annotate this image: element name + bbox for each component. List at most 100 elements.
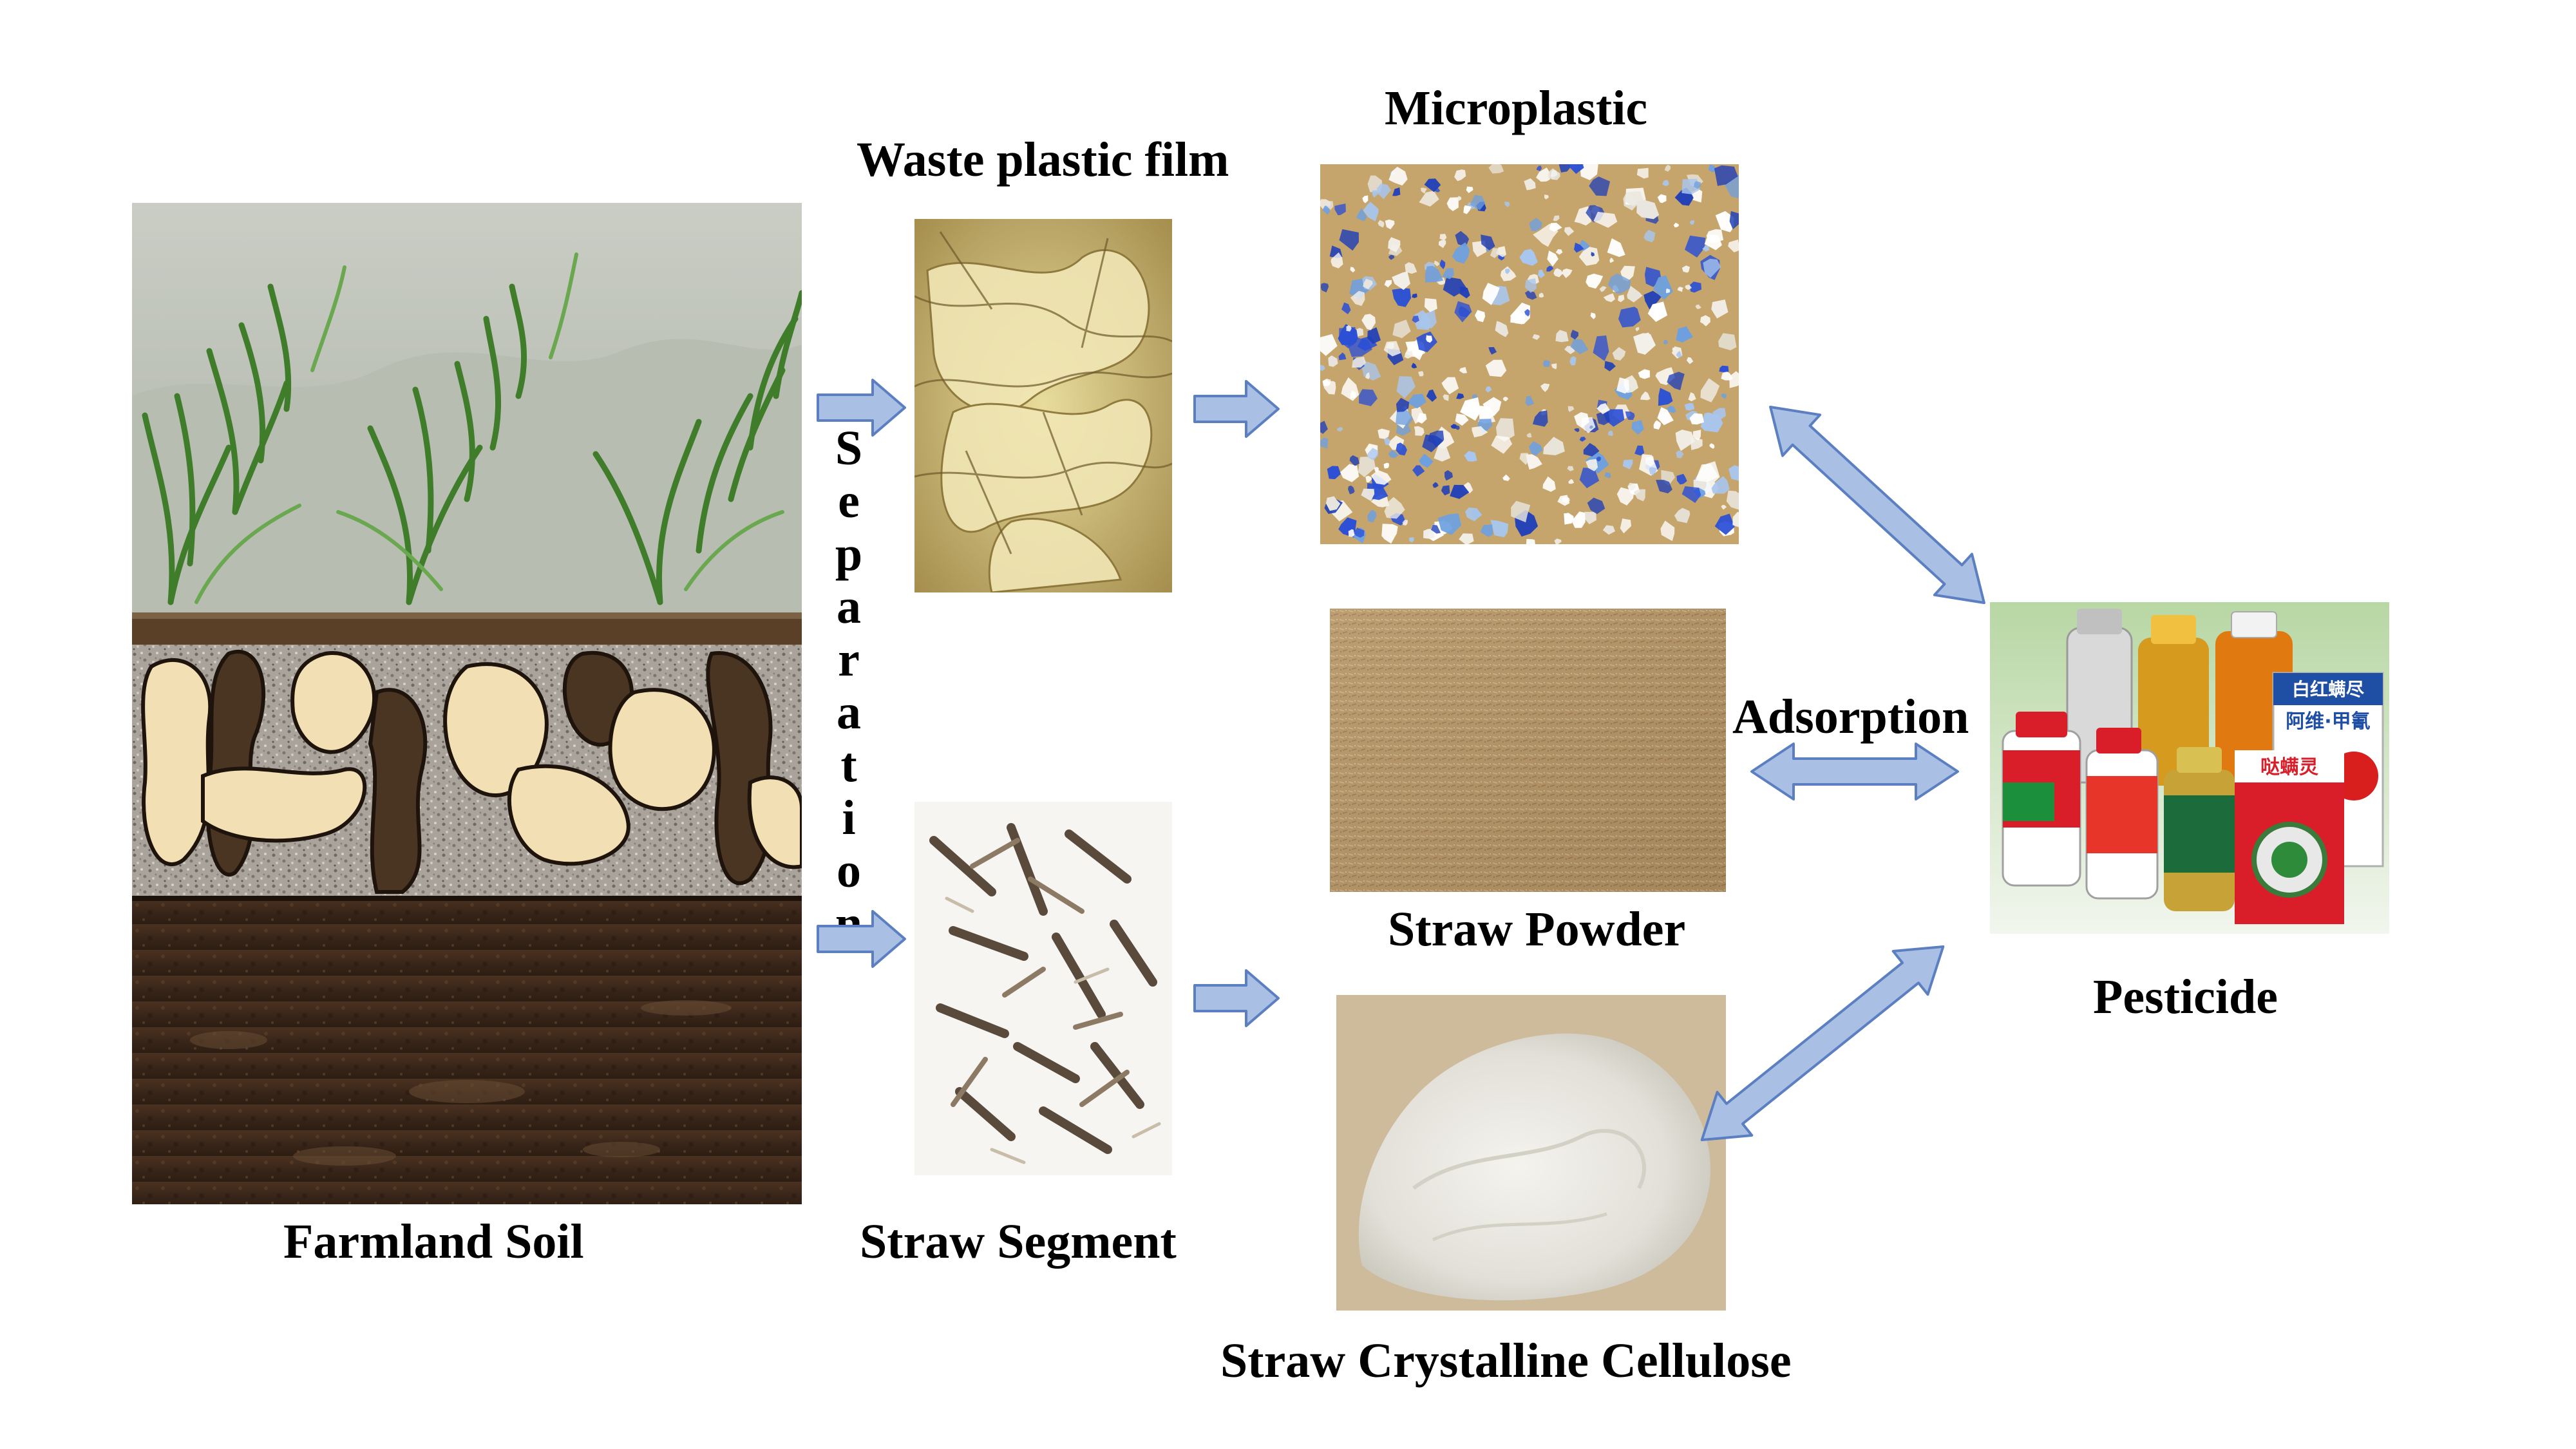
microplastic-particle bbox=[1719, 365, 1729, 372]
microplastic-particle bbox=[1320, 437, 1329, 449]
microplastic-particle bbox=[1633, 333, 1656, 355]
microplastic-particle bbox=[1569, 356, 1577, 366]
microplastic-particle bbox=[1567, 406, 1575, 412]
microplastic-particle bbox=[1653, 275, 1673, 300]
microplastic-particle bbox=[1638, 369, 1650, 379]
microplastic-particle bbox=[1635, 327, 1640, 332]
microplastic-particle bbox=[1480, 524, 1493, 537]
microplastic-particle bbox=[1350, 290, 1365, 307]
microplastic-particle bbox=[1685, 235, 1706, 258]
microplastic-particle bbox=[1657, 407, 1674, 426]
straw-segment-label: Straw Segment bbox=[860, 1215, 1177, 1269]
microplastic-particle bbox=[1581, 417, 1596, 433]
microplastic-particle bbox=[1549, 223, 1562, 232]
microplastic-particle bbox=[1502, 397, 1509, 402]
microplastic-particle bbox=[1404, 350, 1414, 359]
microplastic-particle bbox=[1496, 418, 1515, 442]
microplastic-particle bbox=[1348, 486, 1355, 495]
microplastic-particle bbox=[1675, 430, 1695, 451]
microplastic-particle bbox=[1358, 456, 1376, 477]
microplastic-particle bbox=[1627, 482, 1636, 491]
microplastic-particle bbox=[1432, 482, 1439, 488]
microplastic-particle bbox=[1327, 466, 1341, 480]
separation-letter: t bbox=[840, 738, 857, 792]
microplastic-particle bbox=[1361, 314, 1376, 330]
microplastic-particle bbox=[1607, 273, 1631, 294]
microplastic-particle bbox=[1622, 459, 1633, 469]
microplastic-particle bbox=[1320, 365, 1325, 372]
microplastic-particle bbox=[1385, 219, 1395, 230]
microplastic-particle bbox=[1540, 383, 1550, 392]
microplastic-particle bbox=[1672, 347, 1676, 351]
microplastic-particle bbox=[1409, 537, 1414, 543]
microplastic-particle bbox=[1443, 276, 1468, 297]
microplastic-particle bbox=[1441, 485, 1450, 496]
microplastic-particle bbox=[1653, 420, 1661, 430]
microplastic-particle bbox=[1384, 279, 1392, 288]
microplastic-particle bbox=[1388, 254, 1395, 260]
microplastic-particle bbox=[1686, 357, 1694, 365]
microplastic-particle bbox=[1703, 258, 1721, 278]
microplastic-particle bbox=[1568, 478, 1575, 484]
microplastic-particle bbox=[1721, 504, 1727, 510]
microplastic-particle bbox=[1663, 339, 1669, 345]
microplastic-particle bbox=[1378, 428, 1390, 439]
microplastic-particle bbox=[1667, 372, 1685, 390]
microplastic-particle bbox=[1457, 196, 1462, 201]
microplastic-particle bbox=[1553, 268, 1563, 278]
separation-letter: r bbox=[838, 632, 860, 687]
microplastic-particle bbox=[1511, 500, 1531, 523]
microplastic-particle bbox=[1442, 268, 1454, 279]
microplastic-particle bbox=[1532, 334, 1540, 340]
microplastic-particle bbox=[1580, 164, 1598, 180]
microplastic-particle bbox=[1643, 229, 1656, 243]
microplastic-particle bbox=[1488, 164, 1504, 174]
microplastic-particle bbox=[1681, 486, 1701, 503]
farmland-soil-label: Farmland Soil bbox=[283, 1215, 584, 1269]
microplastic-particle bbox=[1714, 165, 1738, 186]
microplastic-particle bbox=[1714, 513, 1735, 535]
microplastic-particle bbox=[1674, 507, 1690, 524]
microplastic-particle bbox=[1666, 288, 1671, 294]
microplastic-particle bbox=[1684, 402, 1695, 411]
microplastic-particle bbox=[1402, 520, 1408, 526]
microplastic-particle bbox=[1694, 181, 1701, 189]
microplastic-particle bbox=[1550, 169, 1558, 177]
microplastic-particle bbox=[1490, 248, 1500, 258]
microplastic-particle bbox=[1388, 237, 1401, 252]
microplastic-particle bbox=[1700, 378, 1720, 402]
microplastic-particle bbox=[1426, 335, 1433, 343]
microplastic-particle bbox=[1339, 229, 1359, 251]
microplastic-particle bbox=[1721, 371, 1733, 381]
microplastic-particle bbox=[1419, 191, 1439, 207]
microplastic-particle bbox=[1465, 507, 1482, 522]
microplastic-particle bbox=[1424, 298, 1437, 312]
microplastic-particle bbox=[1558, 164, 1570, 173]
microplastic-particle bbox=[1412, 465, 1425, 477]
microplastic-particle bbox=[1647, 301, 1668, 322]
microplastic-particle bbox=[1352, 356, 1366, 368]
microplastic-particle bbox=[1543, 437, 1565, 455]
microplastic-particle bbox=[1711, 299, 1728, 319]
pesticide-label: Pesticide bbox=[2093, 970, 2278, 1024]
microplastic-particle bbox=[1388, 450, 1399, 459]
microplastic-particle bbox=[1481, 234, 1495, 251]
microplastic-particle bbox=[1676, 350, 1682, 357]
microplastic-particle bbox=[1350, 267, 1356, 273]
microplastic-particle bbox=[1664, 164, 1671, 172]
microplastic-particle bbox=[1574, 242, 1584, 253]
microplastic-particle bbox=[1363, 278, 1373, 290]
microplastic-particle bbox=[1472, 426, 1488, 438]
microplastic-particle bbox=[1396, 397, 1410, 412]
microplastic-particle bbox=[1383, 462, 1389, 469]
microplastic-particle bbox=[1564, 227, 1575, 236]
microplastic-particle bbox=[1334, 204, 1346, 216]
microplastic-particle bbox=[1444, 470, 1453, 481]
microplastic-particle bbox=[1634, 445, 1645, 456]
microplastic-particle bbox=[1350, 390, 1357, 399]
microplastic-particle bbox=[1524, 308, 1530, 317]
microplastic-particle bbox=[1551, 363, 1557, 370]
microplastic-particle bbox=[1524, 178, 1536, 191]
microplastic-particle bbox=[1709, 443, 1715, 449]
microplastic-particle bbox=[1460, 397, 1481, 421]
